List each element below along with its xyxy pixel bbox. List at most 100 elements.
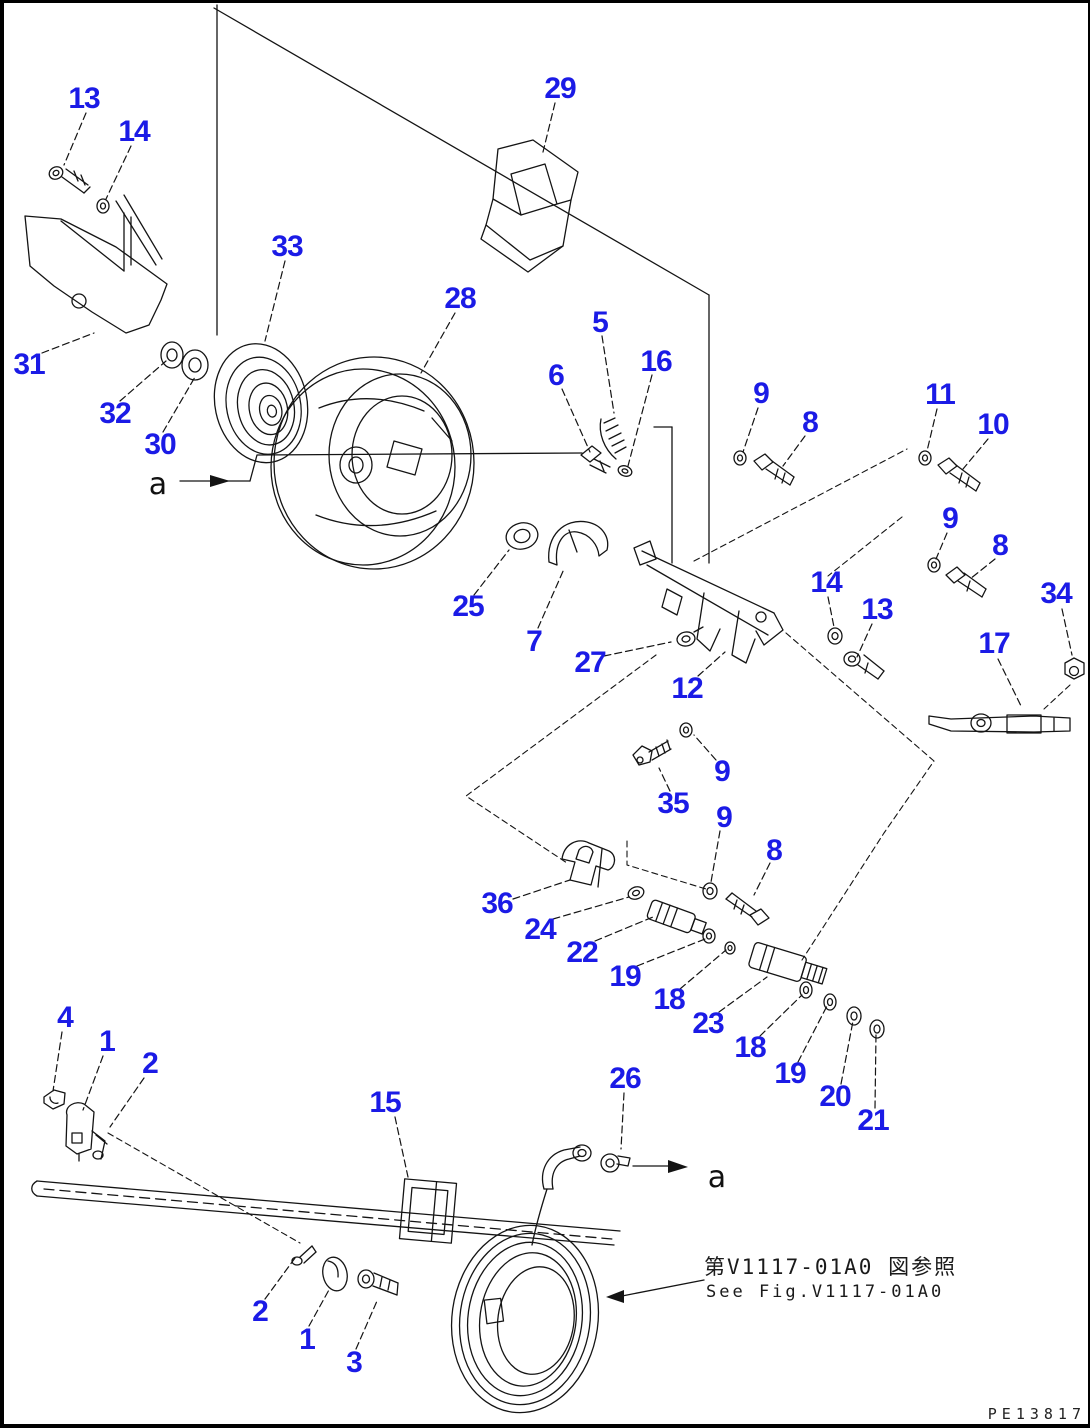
callout-label-8: 8 (766, 834, 783, 867)
leader-line-8 (969, 558, 996, 580)
tube-17 (928, 713, 1071, 734)
bolt-13 (48, 166, 91, 194)
callout-label-11: 11 (925, 378, 956, 411)
leader-line-35 (658, 767, 671, 792)
callout-label-19: 19 (609, 960, 641, 993)
leader-line-13 (63, 112, 87, 166)
leader-line-9 (693, 734, 717, 761)
callout-label-2: 2 (142, 1047, 159, 1080)
leader-line-32 (119, 360, 167, 402)
leader-line-18 (759, 994, 803, 1037)
washer-9-bolt35 (679, 722, 693, 738)
leader-line-36 (512, 879, 571, 900)
diagram-canvas (24, 4, 1085, 1414)
leader-line-11 (926, 408, 938, 452)
callout-label-2: 2 (252, 1295, 269, 1328)
reference-note-jp: 第V1117-01A0 図参照 (704, 1255, 958, 1279)
leader-line-1 (82, 1055, 104, 1111)
callout-label-23: 23 (692, 1007, 724, 1040)
callout-label-1: 1 (299, 1323, 316, 1356)
leader-line-20 (840, 1020, 854, 1085)
bolt-2-upper (91, 1130, 108, 1160)
leader-line-17 (997, 658, 1023, 709)
fitting-26-bolt (600, 1153, 631, 1173)
panel-outline (213, 4, 710, 564)
bracket-plate-31 (24, 194, 168, 334)
callout-label-12: 12 (671, 672, 703, 705)
washer-32 (160, 341, 184, 369)
leader-line-2 (264, 1257, 296, 1300)
callout-label-16: 16 (640, 345, 672, 378)
callout-label-33: 33 (271, 230, 303, 263)
elbow-26 (531, 1144, 592, 1246)
washer-9-mid (927, 557, 941, 573)
nut-34 (1064, 657, 1085, 680)
bolt-10 (937, 457, 981, 492)
hose-coil (450, 1224, 600, 1414)
leader-line-12 (697, 651, 726, 677)
callout-label-10: 10 (977, 408, 1009, 441)
bolt-13-right (843, 651, 885, 680)
leader-line-21 (874, 1033, 877, 1109)
cover-7 (548, 520, 609, 566)
bolt-3 (357, 1269, 399, 1296)
leader-line-1 (308, 1287, 331, 1327)
bolt-8-lower (725, 892, 770, 926)
leader-line-14 (827, 596, 835, 628)
valve-22 (646, 899, 707, 935)
washer-16 (617, 465, 633, 477)
callout-label-8: 8 (992, 529, 1009, 562)
bolt-8-upper (753, 453, 795, 486)
leader-line-18 (679, 949, 727, 990)
washer-9-upper (733, 450, 747, 466)
reference-arrow (606, 1279, 705, 1303)
leader-line-30 (162, 376, 196, 433)
section-arrow-a-left (179, 452, 583, 487)
leader-line-28 (420, 312, 456, 374)
callout-label-13: 13 (68, 82, 100, 115)
callout-label-6: 6 (548, 359, 565, 392)
callout-label-30: 30 (144, 428, 176, 461)
callout-label-9: 9 (716, 801, 733, 834)
control-rod (31, 1180, 621, 1246)
callout-label-9: 9 (714, 755, 731, 788)
clip-4 (43, 1089, 66, 1110)
callout-label-24: 24 (524, 913, 556, 946)
washer-19-b (823, 993, 837, 1011)
part-code: PE13817 (987, 1405, 1086, 1423)
callout-label-21: 21 (857, 1104, 889, 1137)
callout-label-8: 8 (802, 406, 819, 439)
leader-line-26 (620, 1092, 625, 1150)
callout-label-18: 18 (653, 983, 685, 1016)
callout-label-28: 28 (444, 282, 476, 315)
washer-9-lower (702, 882, 718, 900)
leader-line-2 (109, 1077, 145, 1128)
leader-line-4 (52, 1031, 63, 1092)
callout-label-17: 17 (978, 627, 1010, 660)
callout-label-3: 3 (346, 1346, 363, 1379)
bracket-29 (480, 139, 579, 273)
callout-label-18: 18 (734, 1031, 766, 1064)
callout-label-1: 1 (99, 1025, 116, 1058)
bolt-2-lower (291, 1245, 317, 1266)
leader-line-3 (355, 1300, 378, 1350)
leader-line-27 (603, 641, 672, 657)
ring-25 (505, 522, 539, 550)
leader-line-10 (962, 438, 989, 470)
callout-label-14: 14 (118, 115, 150, 148)
leader-line-8 (753, 862, 771, 896)
bolt-8-mid (945, 566, 987, 598)
washer-14 (96, 198, 110, 214)
oring-18-b (724, 941, 736, 955)
callout-label-36: 36 (481, 887, 513, 920)
callout-leader-lines (41, 102, 1073, 1350)
callout-label-9: 9 (942, 502, 959, 535)
leader-line-16 (627, 374, 653, 467)
callout-label-13: 13 (861, 593, 893, 626)
callout-label-32: 32 (99, 397, 131, 430)
grommet-1-lower (322, 1256, 348, 1292)
callout-label-9: 9 (753, 377, 770, 410)
oring-18-a (799, 981, 813, 999)
bolt-35 (632, 739, 672, 766)
